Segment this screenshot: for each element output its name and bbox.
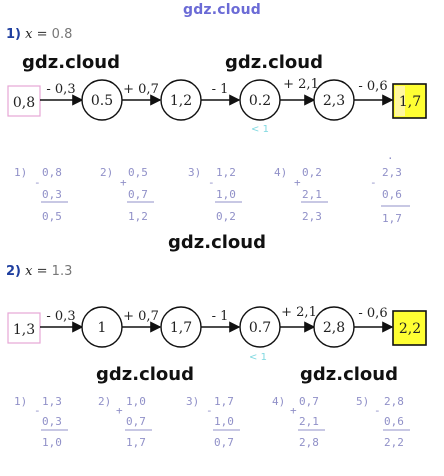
task1-start-label: 0,8: [13, 95, 35, 111]
task2-node-label: 2,8: [323, 320, 345, 336]
task1-equals: =: [36, 27, 48, 42]
calc-top: 2,3: [382, 166, 402, 179]
calc-label: 5): [356, 395, 369, 408]
calc-result: 0,2: [216, 210, 236, 223]
task2-op: + 0,7: [123, 309, 159, 324]
calc-bottom: 1,0: [214, 415, 234, 428]
calc-bottom: 2,1: [299, 415, 319, 428]
task2-note: < 1: [249, 352, 267, 363]
task2-op: - 0,6: [358, 306, 387, 321]
task1-value: 0.8: [51, 27, 73, 42]
calc-result: 0,7: [214, 436, 234, 449]
task2-calcs: 1) - 1,3 0,3 1,0 2) + 1,0 0,7 1,7 3) - 1…: [14, 395, 410, 449]
task2-op: - 0,3: [46, 309, 75, 324]
task1-number: 1): [6, 27, 21, 42]
task2-start-box: [7, 312, 41, 344]
calc-label: 3): [188, 166, 201, 179]
calc-sign: +: [116, 404, 123, 417]
calc-top: 0,8: [42, 166, 62, 179]
task2-node-label: 1,7: [170, 320, 192, 336]
task2-final-label: 2,2: [399, 321, 421, 337]
task2-heading: 2) x = 1.3: [6, 264, 72, 279]
calc-top: 1,3: [42, 395, 62, 408]
calc-label: 1): [14, 395, 27, 408]
calc-top: 1,2: [216, 166, 236, 179]
watermark: gdz.cloud: [225, 52, 323, 73]
task1-start-box: [7, 85, 41, 117]
calc-result: 2,2: [384, 436, 404, 449]
calc-top: 2,8: [384, 395, 404, 408]
calc-sign: +: [290, 404, 297, 417]
calc-label: 2): [100, 166, 113, 179]
calc-label: 1): [14, 166, 27, 179]
task2-node-label: 1: [98, 320, 107, 336]
calc-bottom: 0,3: [42, 415, 62, 428]
task1-op: - 1: [212, 82, 229, 97]
task2-equals: =: [36, 264, 48, 279]
task2-value: 1.3: [51, 264, 73, 279]
calc-label: 2): [98, 395, 111, 408]
task2-final-box: [392, 310, 427, 346]
task1-variable: x: [25, 27, 33, 42]
calc-top: 1,7: [214, 395, 234, 408]
calc-top: 0,5: [128, 166, 148, 179]
task1-chain: 0,8 - 0,3 0.5 + 0,7 1,2 - 1 0.2 + 2,1 2,…: [7, 77, 427, 135]
calc-bottom: 2,1: [302, 188, 322, 201]
task1-op: - 0,6: [358, 79, 387, 94]
calc-bottom: 0,6: [384, 415, 404, 428]
task1-node-label: 0.2: [249, 93, 271, 109]
calc-sign: -: [34, 404, 41, 417]
calc-result: 0,5: [42, 210, 62, 223]
task2-chain: 1,3 - 0,3 1 + 0,7 1,7 - 1 0.7 + 2,1 2,8 …: [7, 305, 427, 363]
calc-sign: -: [370, 176, 377, 189]
task1-op: - 0,3: [46, 82, 75, 97]
task2-op: + 2,1: [281, 305, 317, 320]
task2-start-label: 1,3: [13, 322, 35, 338]
task2-node-label: 0.7: [249, 320, 271, 336]
task1-node-label: 0.5: [91, 93, 113, 109]
calc-result: 1,2: [128, 210, 148, 223]
watermark: gdz.cloud: [300, 364, 398, 385]
calc-sign: -: [374, 404, 381, 417]
calc-label: 4): [272, 395, 285, 408]
calc-result: 2,8: [299, 436, 319, 449]
calc-result: 1,0: [42, 436, 62, 449]
calc-result: 1,7: [382, 212, 402, 225]
calc-bottom: 0,6: [382, 188, 402, 201]
task1-final-label: 1,7: [399, 94, 421, 110]
task1-calcs: 1) - 0,8 0,3 0,5 2) + 0,5 0,7 1,2 3) - 1…: [14, 152, 410, 225]
calc-label: 4): [274, 166, 287, 179]
site-title[interactable]: gdz.cloud: [182, 2, 261, 18]
task1-note: < 1: [251, 124, 269, 135]
task1-heading: 1) x = 0.8: [6, 27, 72, 42]
watermark: gdz.cloud: [168, 232, 266, 253]
calc-label: 3): [186, 395, 199, 408]
watermark: gdz.cloud: [22, 52, 120, 73]
calc-sign: -: [208, 176, 215, 189]
task2-op: - 1: [212, 309, 229, 324]
task2-variable: x: [25, 264, 33, 279]
calc-sign: -: [34, 176, 41, 189]
calc-result: 2,3: [302, 210, 322, 223]
calc-bottom: 0,3: [42, 188, 62, 201]
calc-dot: ·: [387, 152, 394, 165]
calc-result: 1,7: [126, 436, 146, 449]
calc-sign: -: [206, 404, 213, 417]
watermark: gdz.cloud: [96, 364, 194, 385]
task2-number: 2): [6, 264, 21, 279]
calc-sign: +: [120, 176, 127, 189]
calc-top: 1,0: [126, 395, 146, 408]
calc-bottom: 0,7: [126, 415, 146, 428]
calc-sign: +: [294, 176, 301, 189]
calc-bottom: 1,0: [216, 188, 236, 201]
calc-bottom: 0,7: [128, 188, 148, 201]
calc-top: 0,2: [302, 166, 322, 179]
task1-final-box-highlight: [395, 86, 405, 116]
task1-node-label: 2,3: [323, 93, 345, 109]
calc-top: 0,7: [299, 395, 319, 408]
task1-op: + 0,7: [123, 82, 159, 97]
task1-node-label: 1,2: [170, 93, 192, 109]
task1-op: + 2,1: [283, 77, 319, 92]
